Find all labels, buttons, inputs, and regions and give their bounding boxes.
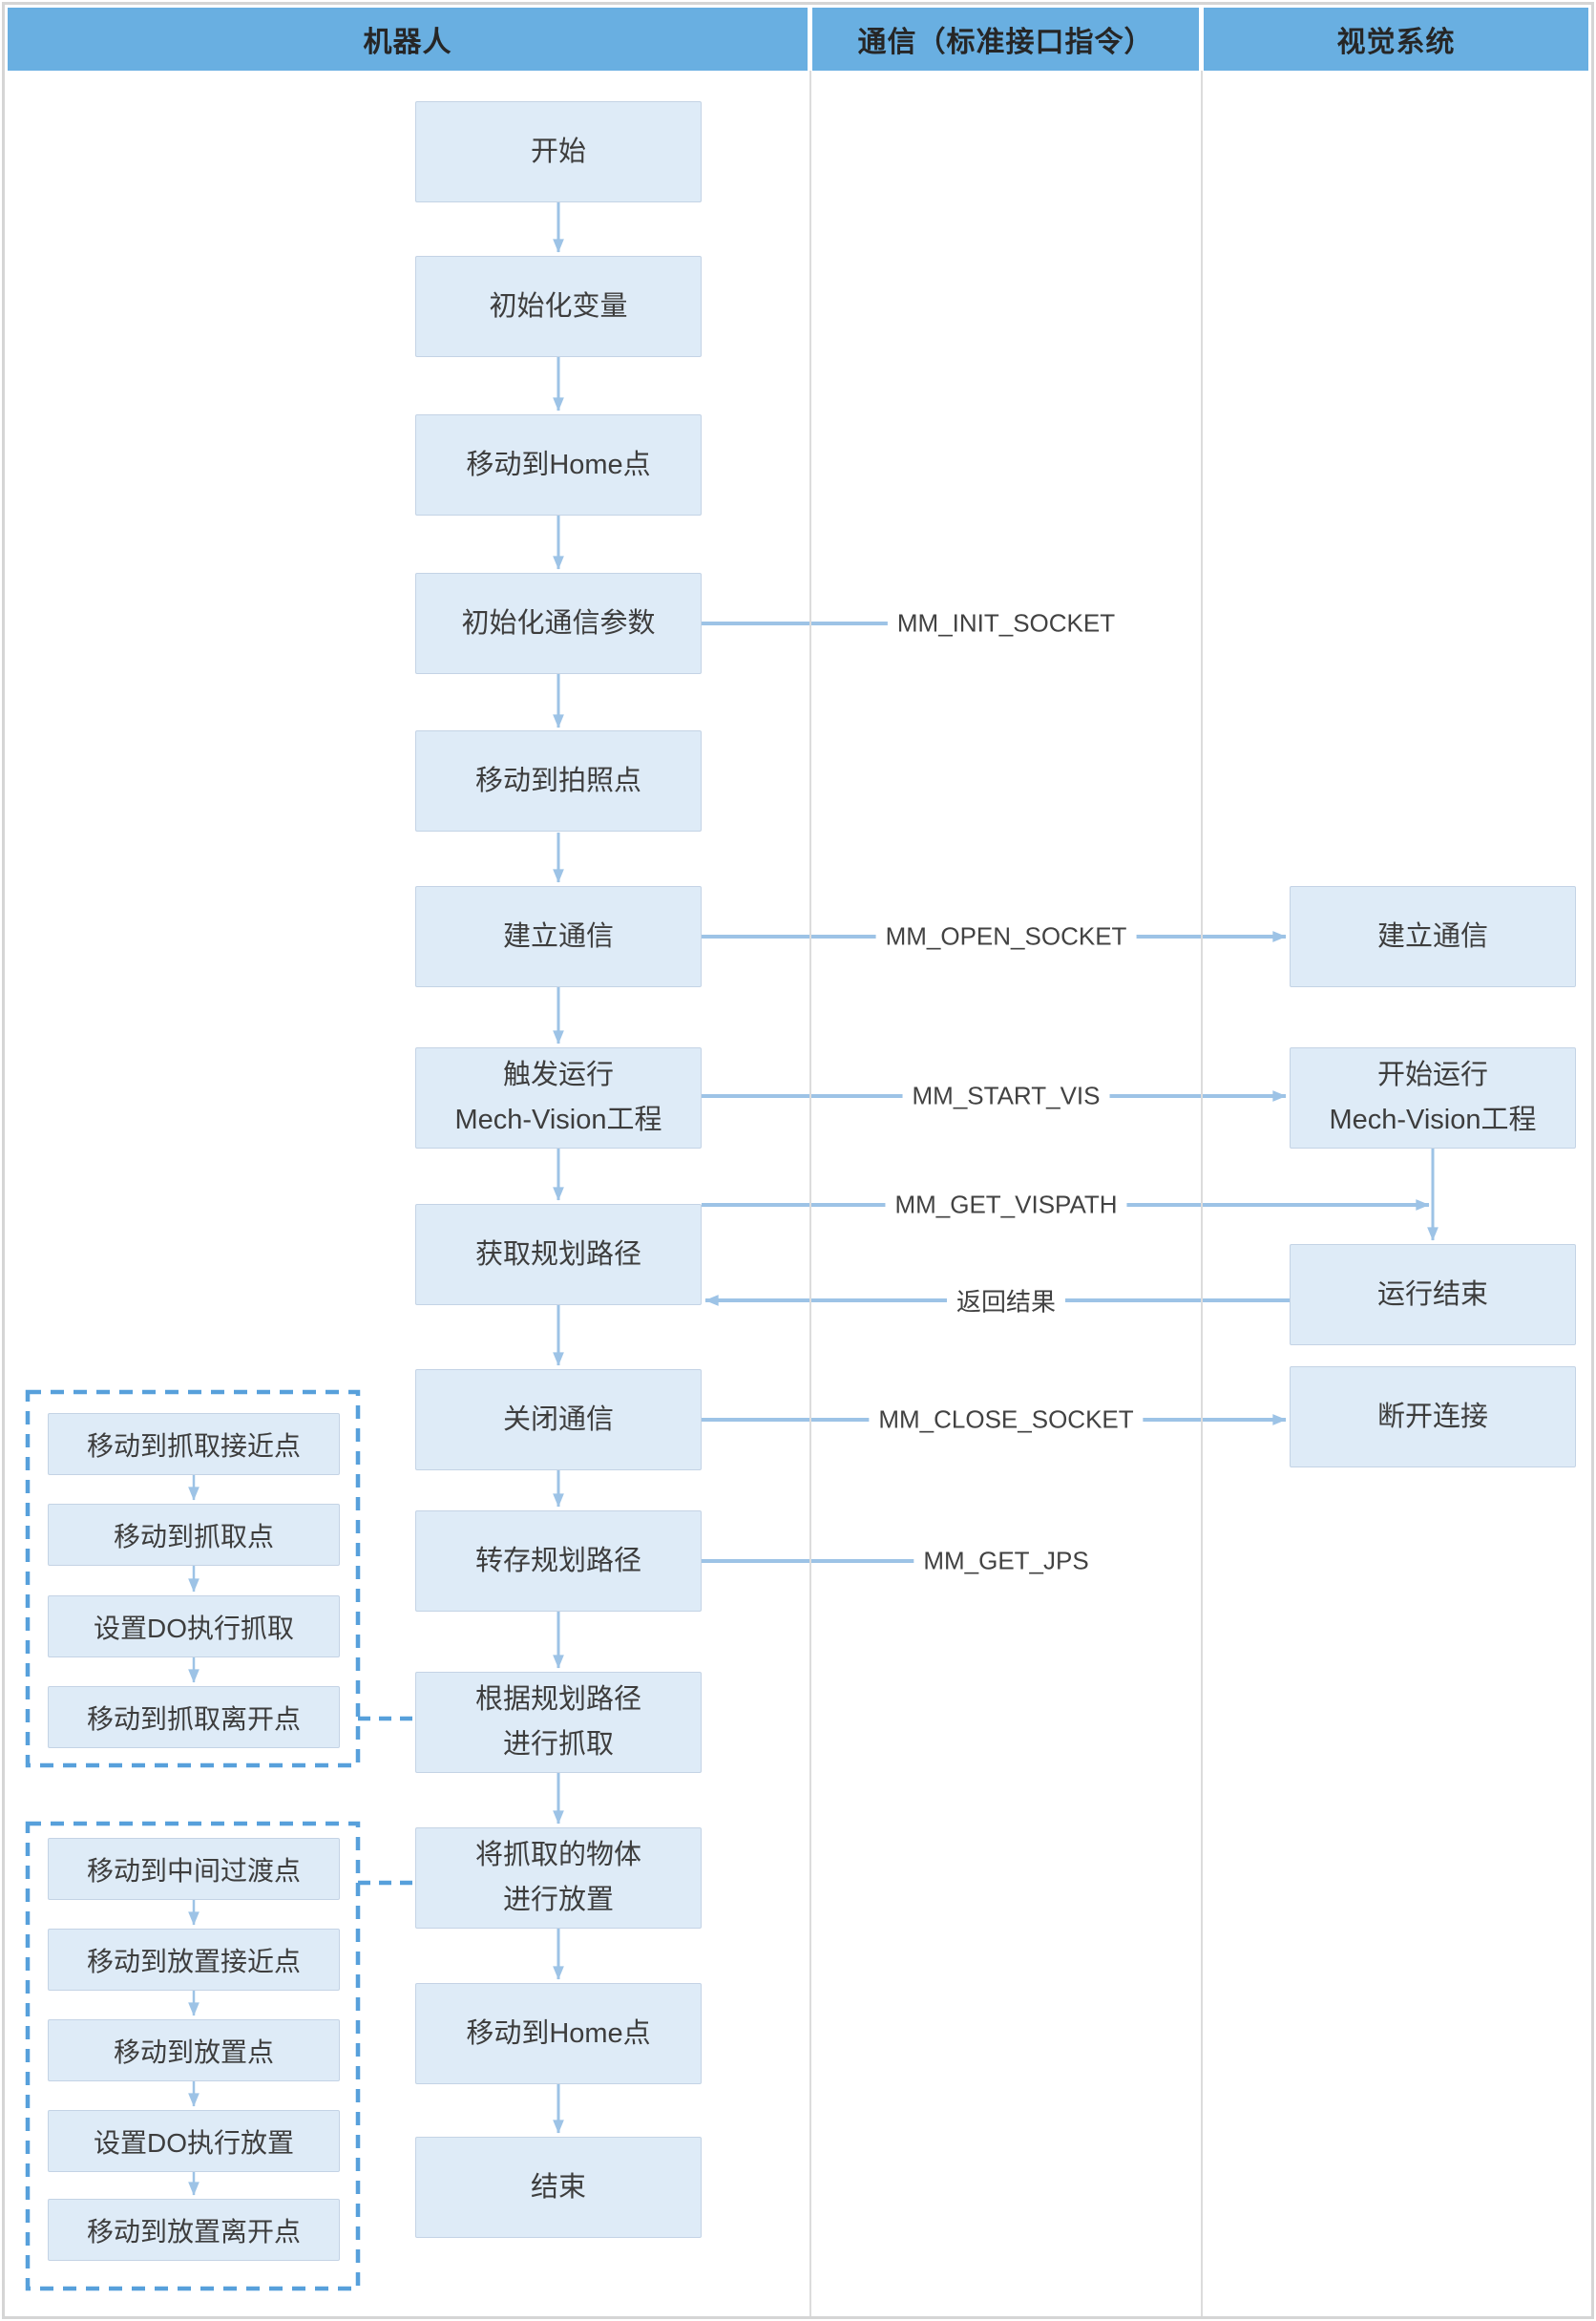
comm-label-mm-init-socket: MM_INIT_SOCKET <box>887 606 1125 641</box>
node-set-do-grasp: 设置DO执行抓取 <box>48 1595 340 1657</box>
node-trigger-mech-vision: 触发运行 Mech-Vision工程 <box>415 1047 702 1149</box>
node-end: 结束 <box>415 2137 702 2238</box>
node-place-object: 将抓取的物体 进行放置 <box>415 1827 702 1929</box>
node-move-place-approach: 移动到放置接近点 <box>48 1929 340 1991</box>
node-move-place-point: 移动到放置点 <box>48 2019 340 2081</box>
node-move-capture-point: 移动到拍照点 <box>415 730 702 832</box>
dashed-group-frames <box>25 1389 413 2291</box>
node-move-grasp-point: 移动到抓取点 <box>48 1504 340 1566</box>
node-move-intermediate-point: 移动到中间过渡点 <box>48 1838 340 1900</box>
node-vision-run-finished: 运行结束 <box>1290 1244 1576 1345</box>
node-move-grasp-depart: 移动到抓取离开点 <box>48 1686 340 1748</box>
comm-label-mm-get-jps: MM_GET_JPS <box>914 1544 1099 1578</box>
node-set-do-place: 设置DO执行放置 <box>48 2110 340 2172</box>
comm-label-return-result: 返回结果 <box>946 1280 1066 1320</box>
node-move-home-2: 移动到Home点 <box>415 1983 702 2084</box>
lane-header-vision: 视觉系统 <box>1204 8 1588 71</box>
node-vision-start-project: 开始运行 Mech-Vision工程 <box>1290 1047 1576 1149</box>
lane-header-communication: 通信（标准接口指令） <box>812 8 1199 71</box>
comm-label-mm-open-socket: MM_OPEN_SOCKET <box>875 919 1137 954</box>
lane-header-robot: 机器人 <box>8 8 808 71</box>
node-move-home-1: 移动到Home点 <box>415 414 702 516</box>
comm-label-mm-close-socket: MM_CLOSE_SOCKET <box>869 1403 1144 1437</box>
node-init-comm-params: 初始化通信参数 <box>415 573 702 674</box>
node-close-communication: 关闭通信 <box>415 1369 702 1470</box>
comm-label-mm-start-vis: MM_START_VIS <box>902 1079 1110 1113</box>
node-start: 开始 <box>415 101 702 202</box>
node-move-place-depart: 移动到放置离开点 <box>48 2199 340 2261</box>
node-grasp-by-path: 根据规划路径 进行抓取 <box>415 1672 702 1773</box>
lane-divider-1 <box>809 71 811 2316</box>
node-open-communication: 建立通信 <box>415 886 702 987</box>
lane-divider-2 <box>1201 71 1203 2316</box>
node-get-planned-path: 获取规划路径 <box>415 1204 702 1305</box>
node-init-variables: 初始化变量 <box>415 256 702 357</box>
node-vision-open-communication: 建立通信 <box>1290 886 1576 987</box>
node-move-grasp-approach: 移动到抓取接近点 <box>48 1413 340 1475</box>
node-save-planned-path: 转存规划路径 <box>415 1510 702 1612</box>
node-vision-disconnect: 断开连接 <box>1290 1366 1576 1467</box>
comm-label-mm-get-vispath: MM_GET_VISPATH <box>885 1188 1127 1222</box>
